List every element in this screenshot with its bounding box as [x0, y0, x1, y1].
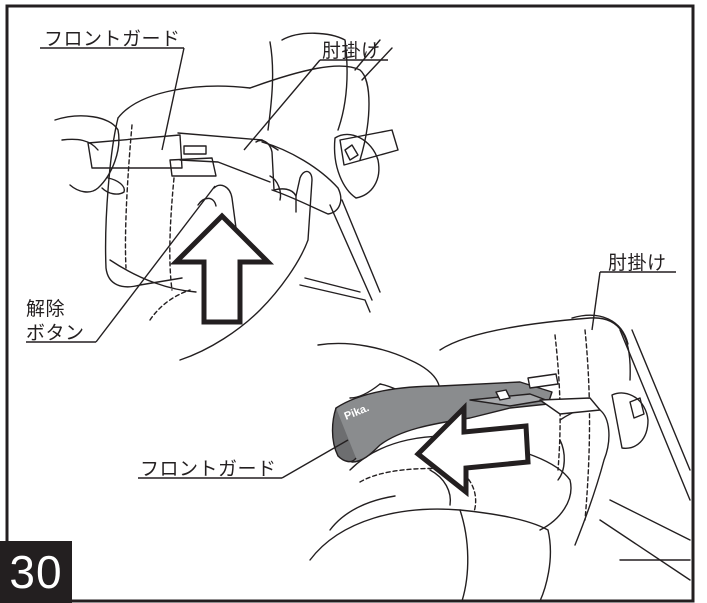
top-leader-lines — [26, 47, 388, 343]
label-armrest-top: 肘掛け — [322, 40, 381, 62]
left-arrow-icon — [414, 401, 531, 498]
top-illustration — [54, 32, 399, 361]
label-release-button-line2: ボタン — [26, 322, 85, 344]
up-arrow-icon — [169, 212, 275, 325]
label-armrest-bottom: 肘掛け — [608, 252, 667, 274]
label-front-guard-bottom: フロントガード — [140, 458, 277, 480]
label-front-guard-top: フロントガード — [44, 28, 181, 50]
front-guard-bottom-graphic — [331, 373, 601, 463]
page-number-badge: 30 — [0, 541, 72, 603]
bottom-illustration — [309, 314, 691, 602]
bottom-leader-lines — [138, 271, 676, 479]
label-release-button-line1: 解除 — [26, 298, 66, 320]
page-border — [5, 4, 695, 603]
